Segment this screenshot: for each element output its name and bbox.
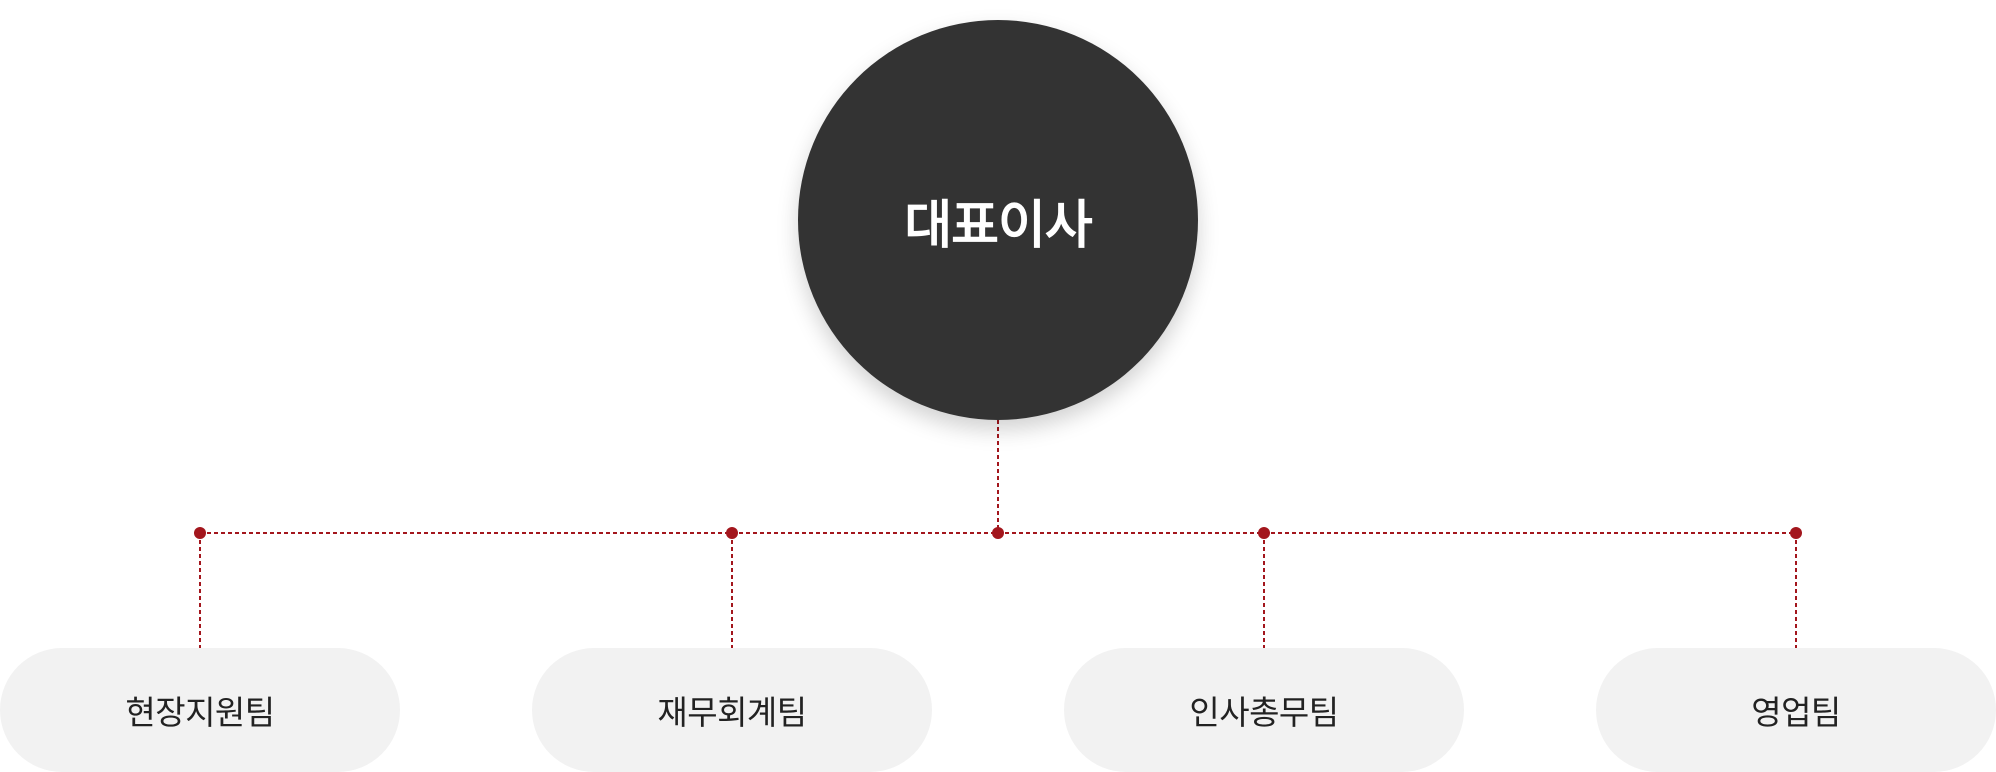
team-node-sales: 영업팀	[1596, 648, 1996, 772]
ceo-label: 대표이사	[904, 195, 1092, 256]
junction-dot-center	[992, 527, 1004, 539]
team-node-field-support: 현장지원팀	[0, 648, 400, 772]
junction-dot-1	[726, 527, 738, 539]
team-label: 인사총무팀	[1189, 693, 1339, 732]
team-label: 영업팀	[1751, 693, 1841, 732]
junction-dot-2	[1258, 527, 1270, 539]
team-label: 재무회계팀	[657, 693, 807, 732]
team-node-finance-accounting: 재무회계팀	[532, 648, 932, 772]
team-node-hr-general-affairs: 인사총무팀	[1064, 648, 1464, 772]
junction-dot-3	[1790, 527, 1802, 539]
team-label: 현장지원팀	[125, 693, 275, 732]
ceo-node: 대표이사	[798, 20, 1198, 420]
junction-dot-0	[194, 527, 206, 539]
